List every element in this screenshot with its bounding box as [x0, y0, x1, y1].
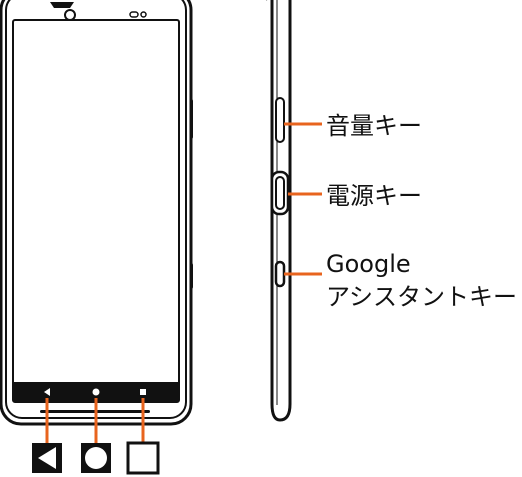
side-power-key [270, 170, 290, 216]
nav-button-icons [32, 441, 160, 475]
sensor-2 [140, 11, 147, 18]
sensor-1 [129, 11, 139, 18]
nav-home-glyph [92, 388, 100, 396]
home-circle-icon [81, 443, 111, 473]
side-assistant-key [274, 260, 286, 288]
speaker-notch [50, 2, 74, 8]
phone-side-view [266, 0, 322, 422]
power-key-label: 電源キー [326, 182, 422, 210]
front-camera-icon [64, 9, 76, 21]
side-volume-key [275, 97, 285, 143]
assistant-key-label-line2: アシスタントキー [326, 283, 518, 311]
phone-screen [12, 19, 180, 403]
nav-recent-glyph [140, 389, 146, 395]
side-power-key-inner [275, 176, 285, 210]
phone-front-view [0, 0, 193, 443]
recent-apps-square-icon [126, 441, 160, 475]
assistant-key-label-line1: Google [326, 250, 411, 278]
volume-key-label: 音量キー [326, 112, 422, 140]
back-triangle-icon [32, 443, 62, 473]
nav-back-glyph [44, 388, 50, 396]
